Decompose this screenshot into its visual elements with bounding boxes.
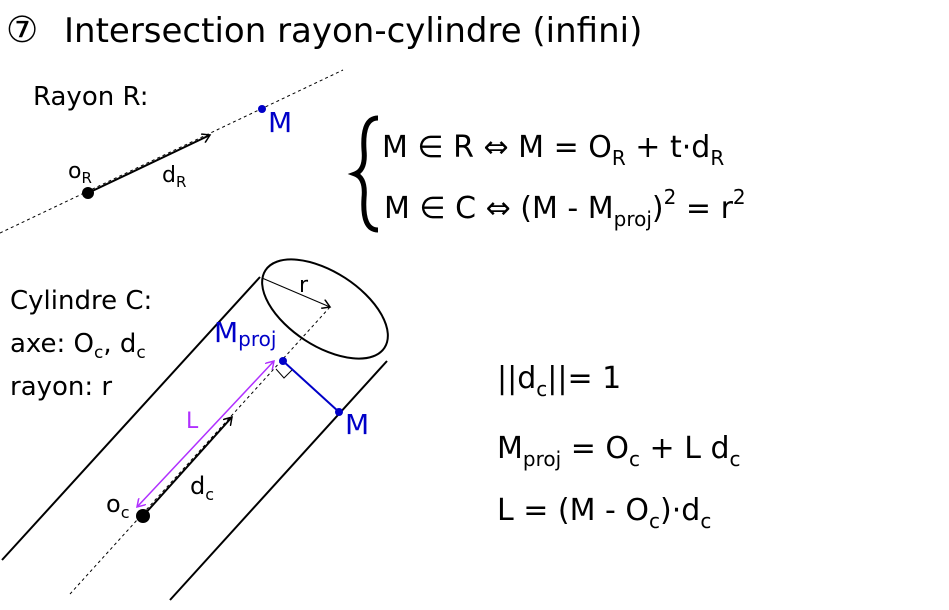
radius-arrow bbox=[261, 277, 330, 307]
ray-origin-point bbox=[82, 187, 94, 199]
system-line-2: M ∈ C ⇔ (M - Mproj)2 = r2 bbox=[384, 185, 746, 231]
formula-mproj: Mproj = Oc + L dc bbox=[497, 431, 741, 471]
projection-segment bbox=[282, 360, 340, 413]
right-angle-mark bbox=[275, 368, 293, 379]
formula-norm: ||dc||= 1 bbox=[497, 361, 621, 401]
formula-length: L = (M - Oc)·dc bbox=[497, 493, 711, 533]
length-arrow bbox=[137, 361, 274, 507]
ray-direction-label: dR bbox=[162, 163, 186, 191]
ray-point-label: M bbox=[268, 106, 292, 139]
title-number: ⑦ bbox=[6, 10, 38, 51]
cylinder-radius-label: rayon: r bbox=[10, 372, 112, 402]
cylinder-left-edge bbox=[1, 276, 261, 561]
radius-label: r bbox=[299, 273, 309, 298]
ray-label: Rayon R: bbox=[33, 82, 149, 112]
cylinder-origin-point bbox=[136, 509, 150, 523]
cylinder-axis-label: axe: Oc, dc bbox=[10, 329, 146, 363]
system-line-1: M ∈ R ⇔ M = OR + t·dR bbox=[382, 130, 724, 170]
axis-direction-label: dc bbox=[190, 472, 214, 504]
system-brace bbox=[347, 115, 379, 233]
mproj-point bbox=[279, 357, 287, 365]
ray-direction-arrow bbox=[87, 135, 210, 194]
page-title: Intersection rayon-cylindre (infini) bbox=[64, 11, 642, 51]
mproj-label: Mproj bbox=[214, 316, 276, 351]
ray-origin-label: oR bbox=[68, 159, 92, 187]
cylinder-right-edge bbox=[169, 360, 388, 601]
length-label: L bbox=[186, 409, 199, 434]
cylinder-point-m bbox=[335, 408, 343, 416]
cylinder-cap bbox=[261, 258, 389, 360]
ray-point-m bbox=[258, 105, 266, 113]
cylinder-origin-label: oc bbox=[106, 490, 129, 522]
cylinder-label: Cylindre C: bbox=[10, 286, 152, 316]
cylinder-point-label: M bbox=[345, 408, 369, 441]
